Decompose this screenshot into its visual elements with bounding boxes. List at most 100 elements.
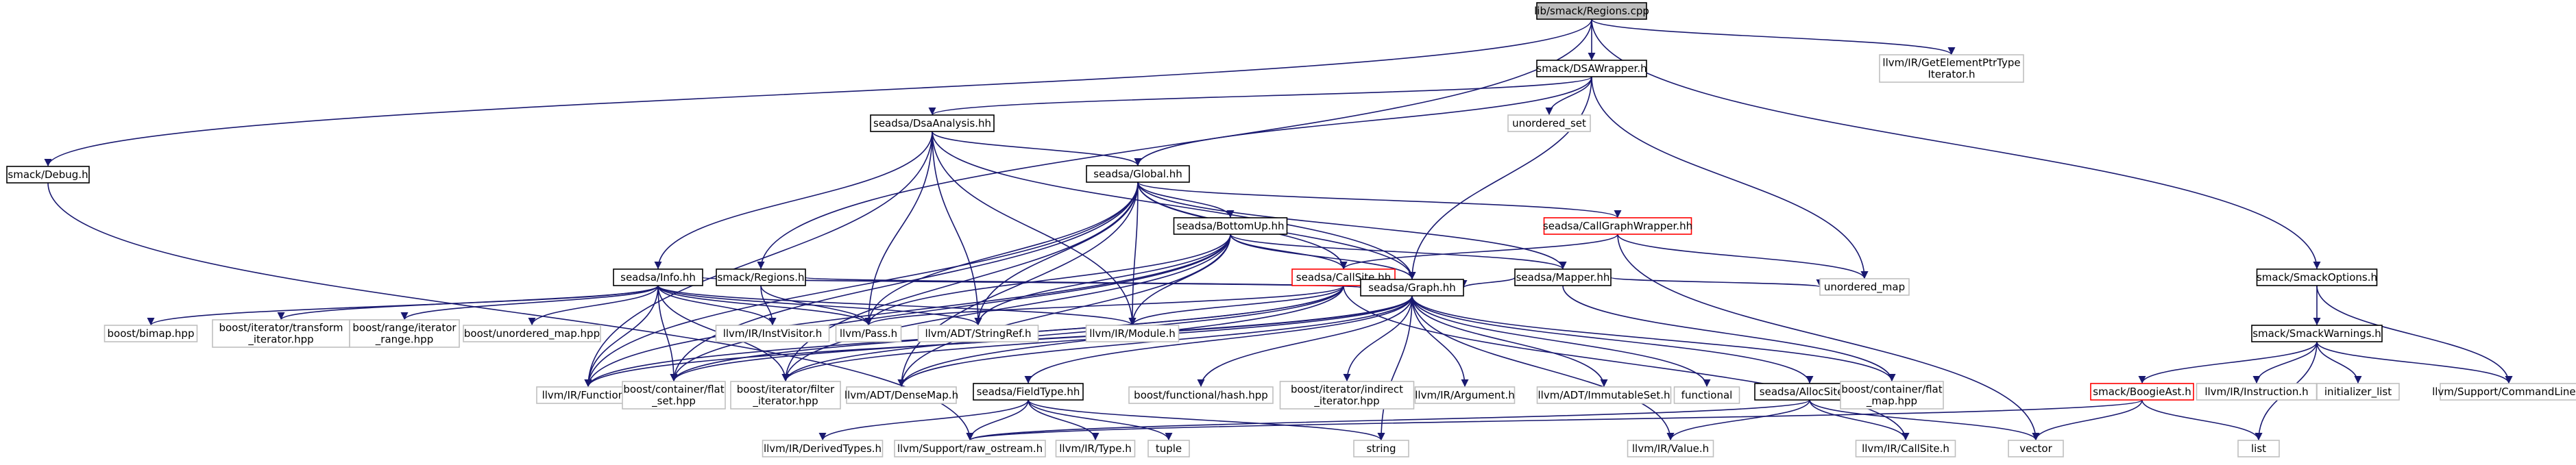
node-tuple[interactable]: tuple [1147, 440, 1190, 457]
edge-seadsa_bottomup-to-llvm_stringref [974, 234, 1231, 326]
node-initializer_list[interactable]: initializer_list [2316, 383, 2400, 401]
node-smack_options[interactable]: smack/SmackOptions.h [2256, 268, 2378, 286]
edge-smack_options-to-llvm_commandline [2316, 285, 2513, 384]
node-llvm_instruction[interactable]: llvm/IR/Instruction.h [2196, 383, 2318, 401]
node-box [1279, 381, 1415, 410]
node-box [1085, 325, 1180, 342]
node-label: llvm/IR/CallSite.h [1862, 442, 1949, 455]
node-box [2090, 383, 2194, 401]
edge-seadsa_global-to-seadsa_bottomup [1137, 181, 1235, 218]
node-smack_debug[interactable]: smack/Debug.h [6, 166, 90, 184]
node-box [2196, 383, 2318, 401]
node-boost_flat_map[interactable]: boost/container/flat_map.hpp [1840, 381, 1944, 410]
edge-dsa_analysis-to-llvm_function [584, 131, 933, 388]
node-label: smack/BoogieAst.h [2093, 386, 2191, 398]
node-llvm_commandline[interactable]: llvm/Support/CommandLine.h [2432, 383, 2576, 401]
node-boost_flat_set[interactable]: boost/container/flat_set.hpp [622, 381, 726, 410]
node-llvm_type[interactable]: llvm/IR/Type.h [1055, 440, 1136, 457]
node-boost_transform_iter[interactable]: boost/iterator/transform_iterator.hpp [212, 319, 350, 348]
edge-seadsa_graph-to-boost_functional_hash [1197, 295, 1413, 388]
edge-seadsa_graph-to-seadsa_allocsite [1411, 295, 1814, 384]
node-regions_cpp[interactable]: lib/smack/Regions.cpp [1534, 2, 1649, 20]
node-box [1855, 440, 1956, 457]
node-label: vector [2019, 442, 2052, 455]
node-label: _iterator.hpp [752, 395, 818, 408]
node-boost_unordered_map[interactable]: boost/unordered_map.hpp [463, 325, 601, 342]
node-box [104, 325, 198, 342]
node-label: llvm/IR/GetElementPtrType [1882, 57, 2020, 69]
node-llvm_pass[interactable]: llvm/Pass.h [835, 325, 902, 342]
edge-seadsa_info-to-llvm_instvisitor [657, 285, 777, 326]
node-seadsa_fieldtype[interactable]: seadsa/FieldType.hh [973, 383, 1084, 401]
node-llvm_value[interactable]: llvm/IR/Value.h [1627, 440, 1714, 457]
edge-dsa_analysis-to-llvm_pass [864, 131, 933, 326]
node-seadsa_callgraphwrapper[interactable]: seadsa/CallGraphWrapper.hh [1543, 217, 1692, 235]
node-smack_regions_h[interactable]: smack/Regions.h [716, 268, 806, 286]
edge-seadsa_global-to-llvm_densemap [897, 181, 1139, 388]
edge-smack_boogieast-to-vector [2032, 399, 2143, 441]
node-box [2008, 440, 2064, 457]
edge-seadsa_global-to-llvm_function [584, 181, 1139, 388]
node-seadsa_mapper[interactable]: seadsa/Mapper.hh [1514, 268, 1612, 286]
edge-smack_warnings-to-llvm_commandline [2316, 341, 2513, 384]
node-llvm_module[interactable]: llvm/IR/Module.h [1085, 325, 1180, 342]
edge-dsa_analysis-to-llvm_stringref [932, 131, 982, 326]
node-label: smack/Regions.h [717, 271, 804, 284]
node-label: unordered_map [1824, 281, 1905, 294]
node-box [2256, 268, 2378, 286]
node-boost_bimap[interactable]: boost/bimap.hpp [104, 325, 198, 342]
node-seadsa_graph[interactable]: seadsa/Graph.hh [1360, 279, 1464, 297]
node-box [846, 386, 957, 404]
node-label: smack/SmackOptions.h [2257, 271, 2377, 284]
node-label: boost/iterator/transform [219, 322, 343, 334]
node-llvm_densemap[interactable]: llvm/ADT/DenseMap.h [845, 386, 958, 404]
node-boost_range_iter[interactable]: boost/range/iterator_range.hpp [349, 319, 460, 348]
node-boost_indirect_iter[interactable]: boost/iterator/indirect_iterator.hpp [1279, 381, 1415, 410]
node-box [1055, 440, 1136, 457]
edge-seadsa_info-to-boost_transform_iter [277, 285, 659, 321]
node-unordered_set[interactable]: unordered_set [1507, 114, 1591, 132]
edge-seadsa_allocsite-to-llvm_callsite [1809, 399, 1910, 441]
node-box [622, 381, 726, 410]
node-seadsa_info[interactable]: seadsa/Info.hh [613, 268, 703, 286]
node-label: boost/unordered_map.hpp [464, 327, 600, 340]
node-seadsa_global[interactable]: seadsa/Global.hh [1086, 165, 1190, 183]
node-string[interactable]: string [1353, 440, 1409, 457]
node-box [1819, 278, 1910, 296]
node-list[interactable]: list [2237, 440, 2280, 457]
node-boost_functional_hash[interactable]: boost/functional/hash.hpp [1128, 386, 1274, 404]
node-box [1507, 114, 1591, 132]
edge-seadsa_info-to-llvm_module [657, 285, 1137, 326]
node-unordered_map[interactable]: unordered_map [1819, 278, 1910, 296]
node-vector[interactable]: vector [2008, 440, 2064, 457]
node-llvm_derivedtypes[interactable]: llvm/IR/DerivedTypes.h [762, 440, 884, 457]
node-label: initializer_list [2324, 386, 2392, 399]
node-seadsa_bottomup[interactable]: seadsa/BottomUp.hh [1173, 217, 1288, 235]
edge-smack_warnings-to-llvm_instruction [2252, 341, 2318, 384]
edge-seadsa_info-to-llvm_function [584, 285, 659, 388]
node-smack_warnings[interactable]: smack/SmackWarnings.h [2251, 325, 2383, 342]
node-llvm_immutableset[interactable]: llvm/ADT/ImmutableSet.h [1536, 386, 1672, 404]
node-box [613, 268, 703, 286]
node-box [716, 268, 806, 286]
edge-seadsa_callsite-to-llvm_module [1128, 285, 1344, 326]
node-label: list [2251, 442, 2266, 455]
node-llvm_stringref[interactable]: llvm/ADT/StringRef.h [917, 325, 1039, 342]
edge-seadsa_global-to-seadsa_mapper [1137, 181, 1567, 270]
edge-seadsa_fieldtype-to-string [1028, 399, 1385, 441]
node-label: seadsa/AllocSite.hh [1760, 386, 1860, 398]
node-label: llvm/IR/Type.h [1059, 442, 1132, 455]
node-smack_boogieast[interactable]: smack/BoogieAst.h [2090, 383, 2194, 401]
edge-dsa_analysis-to-llvm_module [932, 131, 1137, 326]
node-box [463, 325, 601, 342]
node-llvm_callsite[interactable]: llvm/IR/CallSite.h [1855, 440, 1956, 457]
node-dsawrapper[interactable]: smack/DSAWrapper.h [1536, 60, 1647, 77]
node-boost_filter_iter[interactable]: boost/iterator/filter_iterator.hpp [730, 381, 841, 410]
node-llvm_instvisitor[interactable]: llvm/IR/InstVisitor.h [715, 325, 830, 342]
node-label: llvm/IR/Function.h [542, 389, 635, 401]
node-llvm_argument[interactable]: llvm/IR/Argument.h [1414, 386, 1516, 404]
node-dsa_analysis[interactable]: seadsa/DsaAnalysis.hh [870, 114, 995, 132]
node-llvm_raw_ostream[interactable]: llvm/Support/raw_ostream.h [894, 440, 1046, 457]
node-functional[interactable]: functional [1673, 386, 1740, 404]
